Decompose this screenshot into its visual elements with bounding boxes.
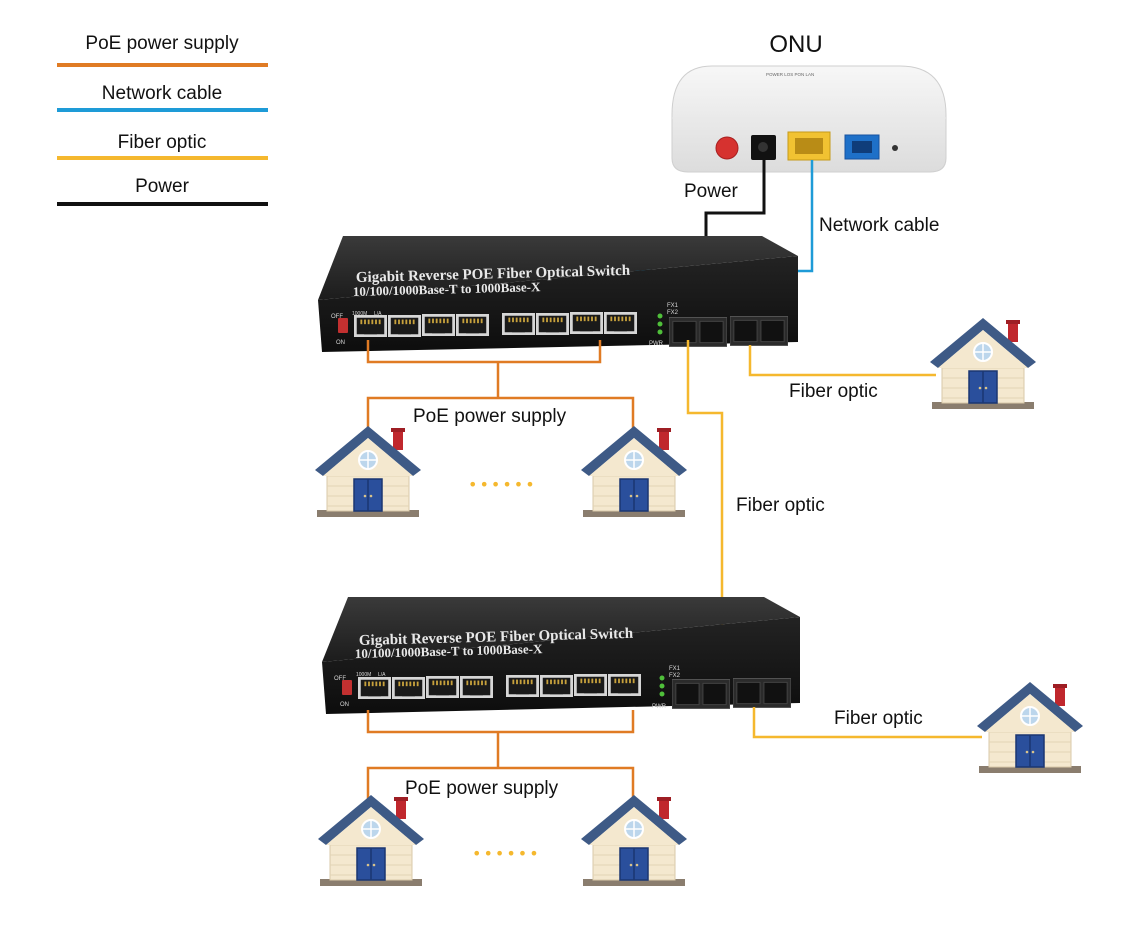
switch-top-fx2-label: FX2 (667, 310, 679, 316)
legend: PoE power supply Network cable Fiber opt… (57, 33, 268, 206)
switch-bottom-off-label: OFF (334, 676, 346, 682)
switch-bottom-fiber-port-2 (733, 678, 791, 708)
switch-top-port-4 (456, 314, 489, 336)
switch-top-fiber-port-2 (730, 316, 788, 346)
switch-top-speed-label: 1000M (352, 311, 367, 317)
switch-bottom-port-2 (392, 677, 425, 699)
label-fiber-top-right: Fiber optic (789, 381, 878, 402)
switch-bottom-port-5 (506, 675, 539, 697)
label-fiber-middle: Fiber optic (736, 495, 825, 516)
onu-device: ONU POWER LOS PON LAN (671, 31, 947, 173)
switch-bottom-la-label: L/A (378, 672, 386, 678)
legend-label-poe: PoE power supply (85, 33, 239, 54)
switch-bottom-title: Gigabit Reverse POE Fiber Optical Switch (359, 626, 634, 649)
fiber-top-right (748, 345, 936, 377)
switch-top-port-2 (388, 315, 421, 337)
switch-bottom-subtitle: 10/100/1000Base-T to 1000Base-X (355, 641, 543, 661)
switch-bottom: Gigabit Reverse POE Fiber Optical Switch… (322, 597, 800, 714)
switch-bottom-port-7 (574, 674, 607, 696)
house-bottom-left (316, 793, 426, 888)
onu-power-button (715, 136, 739, 160)
poe-cabling-top (366, 340, 635, 431)
switch-top-title: Gigabit Reverse POE Fiber Optical Switch (356, 263, 631, 286)
switch-bottom-pwr-label: PWR (652, 704, 667, 710)
label-network-cable: Network cable (819, 215, 939, 236)
house-fiber-top-right (928, 316, 1038, 411)
power-cable-onu (704, 160, 766, 238)
onu-panel-text: POWER LOS PON LAN (766, 72, 814, 77)
house-bottom-right (579, 793, 689, 888)
switch-bottom-fx1-label: FX1 (669, 666, 681, 672)
fiber-bottom-right (752, 707, 982, 739)
switch-top-port-5 (502, 313, 535, 335)
switch-bottom-port-1 (358, 677, 391, 699)
switch-top-pwr-label: PWR (649, 341, 664, 347)
switch-top-port-8 (604, 312, 637, 334)
switch-top-fiber-port-1 (669, 317, 727, 347)
switch-bottom-port-4 (460, 676, 493, 698)
legend-label-network: Network cable (102, 83, 222, 104)
switch-bottom-fiber-port-1 (672, 679, 730, 709)
house-top-right (579, 424, 689, 519)
switch-top-port-6 (536, 313, 569, 335)
label-poe-top: PoE power supply (413, 406, 567, 427)
switch-top: Gigabit Reverse POE Fiber Optical Switch… (318, 236, 798, 352)
switch-bottom-fx2-label: FX2 (669, 673, 681, 679)
switch-top-port-1 (354, 315, 387, 337)
label-fiber-bottom-right: Fiber optic (834, 708, 923, 729)
switch-bottom-speed-label: 1000M (356, 672, 371, 678)
switch-top-port-3 (422, 314, 455, 336)
onu-title: ONU (769, 31, 822, 58)
switch-top-on-label: ON (336, 340, 345, 346)
switch-top-fx1-label: FX1 (667, 303, 679, 309)
ellipsis-top: •••••• (468, 475, 537, 494)
house-fiber-bottom-right (975, 680, 1085, 775)
ellipsis-bottom: •••••• (472, 844, 541, 863)
label-poe-bottom: PoE power supply (405, 778, 559, 799)
switch-top-subtitle: 10/100/1000Base-T to 1000Base-X (353, 279, 541, 299)
switch-bottom-on-label: ON (340, 702, 349, 708)
switch-bottom-port-6 (540, 675, 573, 697)
onu-pon-port (844, 134, 880, 160)
label-power: Power (684, 181, 739, 202)
legend-label-fiber: Fiber optic (118, 132, 207, 153)
legend-label-power: Power (135, 176, 190, 197)
poe-cabling-bottom (366, 710, 635, 800)
switch-bottom-port-3 (426, 676, 459, 698)
switch-top-la-label: L/A (374, 311, 382, 317)
switch-top-port-7 (570, 312, 603, 334)
house-top-left (313, 424, 423, 519)
switch-bottom-port-8 (608, 674, 641, 696)
switch-top-off-label: OFF (331, 314, 343, 320)
